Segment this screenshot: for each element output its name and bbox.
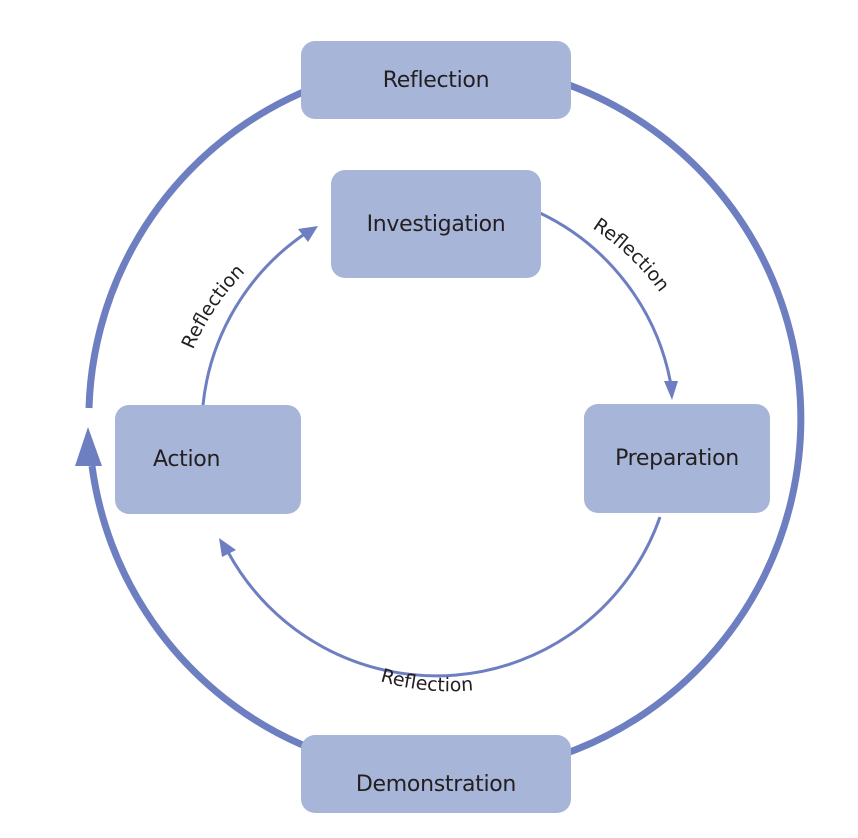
inner-arc-investigation-to-preparation xyxy=(539,211,673,386)
node-label: Investigation xyxy=(366,211,506,237)
node-label: Action xyxy=(153,447,221,472)
node-demonstration: Demonstration xyxy=(301,735,571,813)
node-investigation: Investigation xyxy=(331,170,541,278)
node-label: Demonstration xyxy=(355,772,517,797)
edge-label-preparation-to-action: Reflection xyxy=(379,665,474,697)
node-preparation: Preparation xyxy=(584,404,770,513)
edge-label-action-to-investigation: Reflection xyxy=(177,260,248,352)
arrowhead-icon xyxy=(219,538,236,557)
arrowhead-icon xyxy=(664,381,678,400)
node-reflection-outer: Reflection xyxy=(301,41,571,119)
inner-arc-preparation-to-action xyxy=(226,516,662,678)
node-label: Preparation xyxy=(615,446,739,471)
node-action: Action xyxy=(115,405,301,514)
inner-arc-action-to-investigation xyxy=(201,231,307,406)
arrowhead-icon xyxy=(298,226,318,242)
node-label: Reflection xyxy=(382,67,490,93)
outer-cycle-arc xyxy=(85,59,805,779)
outer-arrowhead-icon xyxy=(75,427,102,466)
